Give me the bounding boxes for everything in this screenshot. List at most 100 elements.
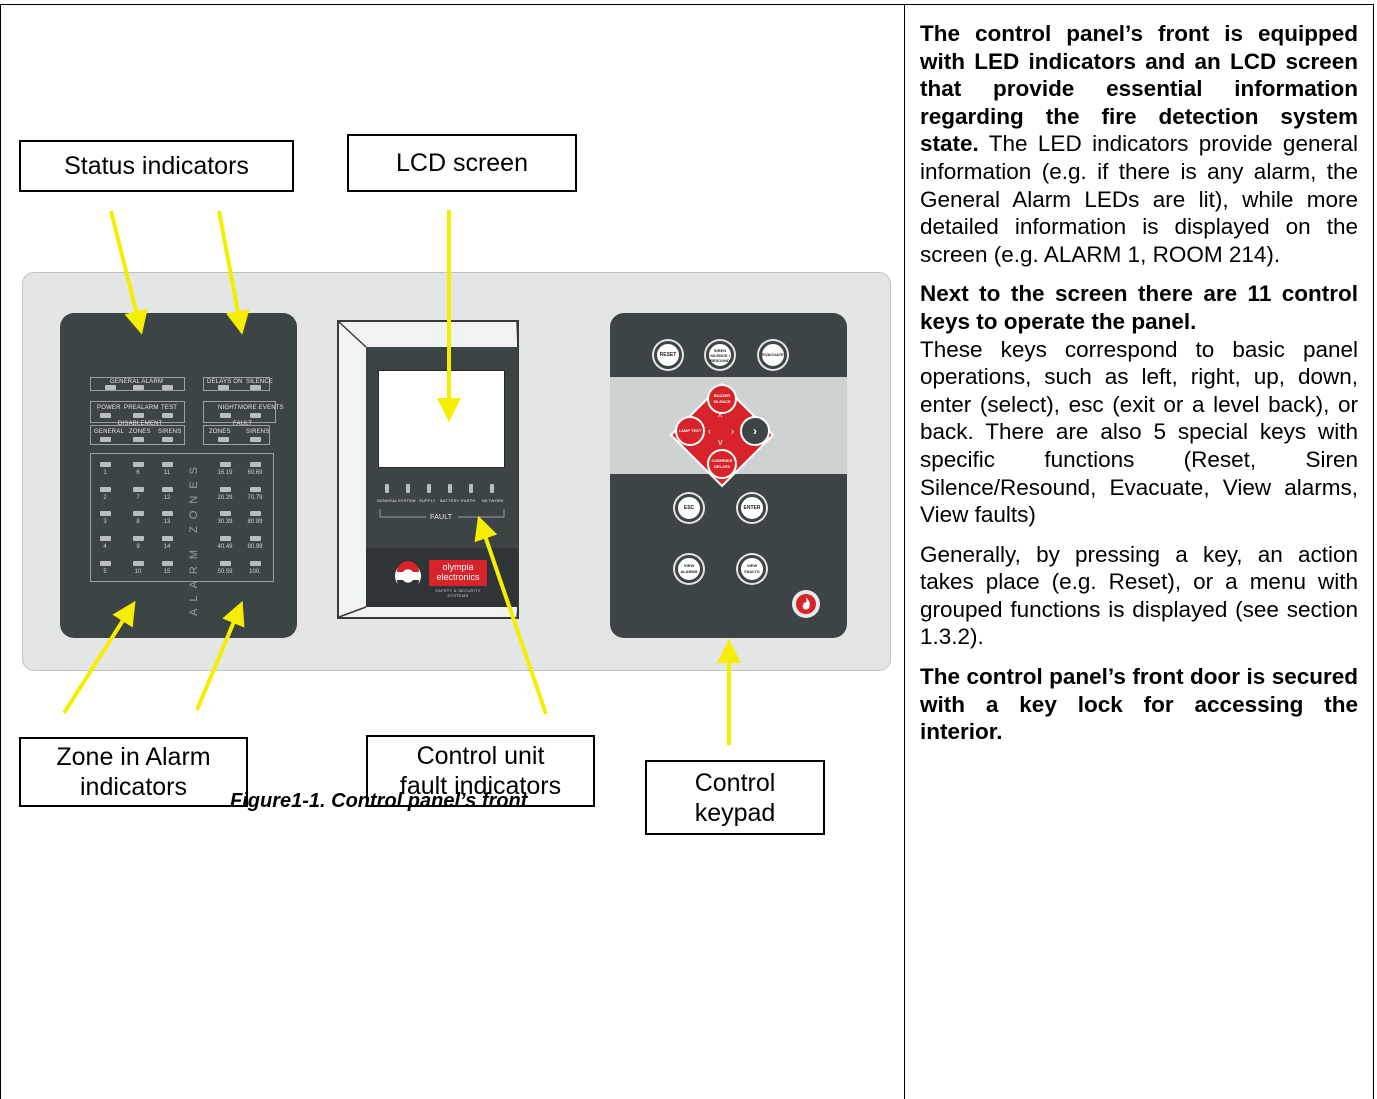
fault-indicators-text-1: Control unit (416, 742, 545, 770)
fault-indicators-text-2: fault indicators (399, 772, 562, 800)
zone-number: 90.99 (247, 544, 263, 550)
zone-led (162, 536, 173, 541)
fault-led-label: NETWORK (482, 498, 504, 503)
override-delays-label: OVERRIDE DELAYS (711, 458, 733, 469)
fault-led-label: EARTH (461, 498, 476, 503)
more-events-led (250, 413, 261, 418)
zone-number: 20.29 (217, 495, 233, 501)
disable-zones-caption: ZONES (129, 429, 151, 435)
paragraph-1-bold: The control panel’s front is equipped wi… (920, 21, 1358, 157)
zone-number: 5 (103, 569, 107, 575)
zone-number: 8 (136, 519, 140, 525)
disable-zones-led (133, 437, 144, 442)
fault-led-label: SUPPLY (419, 498, 436, 503)
view-faults-label: VIEW FAULTS (744, 563, 760, 574)
disable-general-caption: GENERAL (94, 429, 125, 435)
buzzer-silence-button[interactable]: BUZZER SILENCE (707, 384, 737, 414)
fault-indicators-label: Control unit fault indicators (366, 735, 595, 807)
chevron-up-icon: ^ (718, 412, 723, 422)
disablement-caption: DISABLEMENT (118, 421, 163, 427)
paragraph-1: The control panel’s front is equipped wi… (920, 20, 1358, 268)
paragraph-4: The control panel’s front door is secure… (920, 663, 1358, 746)
zone-number: 50.59 (217, 569, 233, 575)
disable-sirens-caption: SIRENS (158, 429, 182, 435)
fault-led-earth (469, 484, 473, 493)
more-events-caption: MORE EVENTS (238, 405, 284, 411)
zone-led (220, 462, 231, 467)
test-led (162, 413, 173, 418)
test-caption: TEST (161, 405, 178, 411)
table-border-right (1373, 4, 1374, 1099)
olympia-logo-icon (395, 561, 421, 591)
prealarm-caption: PREALARM (124, 405, 159, 411)
zone-number: 15 (163, 569, 171, 575)
zone-led (100, 487, 111, 492)
zone-number: 16.19 (217, 470, 233, 476)
zone-number: 1 (103, 470, 107, 476)
zone-led (250, 561, 261, 566)
fault-status-frame (203, 425, 270, 445)
zone-number: 60.69 (247, 470, 263, 476)
view-alarms-button[interactable]: VIEW ALARMS (675, 555, 703, 583)
zone-led (250, 487, 261, 492)
reset-button[interactable]: RESET (654, 341, 682, 369)
zone-number: 2 (103, 495, 107, 501)
general-alarm-frame (90, 377, 185, 391)
zone-led (162, 561, 173, 566)
paragraph-2-body: These keys correspond to basic panel ope… (920, 336, 1358, 528)
zone-led (220, 561, 231, 566)
disable-sirens-led (162, 437, 173, 442)
lcd-screen-text: LCD screen (396, 149, 528, 177)
enter-button[interactable]: ENTER (738, 494, 766, 522)
table-border-left (0, 4, 1, 1099)
zone-led (100, 536, 111, 541)
lamp-test-label: LAMP TEST (678, 428, 702, 433)
right-button[interactable]: › (740, 416, 770, 446)
buzzer-silence-label: BUZZER SILENCE (713, 393, 731, 404)
power-led (100, 413, 111, 418)
description-column: The control panel’s front is equipped wi… (920, 20, 1358, 758)
alarm-zones-frame (90, 453, 274, 582)
zone-number: 80.89 (247, 519, 263, 525)
zone-number: 40.49 (217, 544, 233, 550)
paragraph-2-bold: Next to the screen there are 11 control … (920, 281, 1358, 334)
brand-tagline: SAFETY & SECURITY SYSTEMS (435, 588, 481, 598)
esc-button[interactable]: ESC (675, 494, 703, 522)
control-keypad-label: Control keypad (645, 760, 825, 835)
fault-led-label: SYSTEM (398, 498, 416, 503)
fault-led-general (385, 484, 389, 493)
override-delays-button[interactable]: OVERRIDE DELAYS (707, 449, 737, 479)
status-row3-frame (90, 425, 185, 445)
zone-number: 13 (163, 519, 171, 525)
siren-silence-button[interactable]: SIREN SILENCE / RESOUND (706, 341, 734, 369)
silence-caption: SILENCE (246, 379, 274, 385)
zone-number: 7 (136, 495, 140, 501)
evacuate-button[interactable]: EVACUATE (759, 341, 787, 369)
zone-led (100, 561, 111, 566)
fault-led-label: BATTERY (440, 498, 460, 503)
siren-silence-label: SIREN SILENCE / RESOUND (709, 347, 730, 363)
enter-label: ENTER (743, 505, 761, 511)
chevron-right-small-icon: › (731, 426, 734, 436)
status-row2-frame (90, 401, 185, 423)
fault-zones-led (218, 437, 229, 442)
zone-number: 14 (163, 544, 171, 550)
zone-led (133, 462, 144, 467)
paragraph-2: Next to the screen there are 11 control … (920, 280, 1358, 528)
fault-led-network (490, 484, 494, 493)
chevron-right-icon: › (753, 424, 757, 438)
general-alarm-led (162, 385, 173, 390)
reset-label: RESET (659, 352, 677, 358)
table-border-top (0, 4, 1373, 5)
zone-led (250, 511, 261, 516)
general-alarm-caption: GENERAL ALARM (110, 379, 164, 385)
lamp-test-button[interactable]: LAMP TEST (675, 416, 705, 446)
zone-led (100, 462, 111, 467)
lcd-screen-label: LCD screen (347, 134, 577, 192)
zone-number: 9 (136, 544, 140, 550)
control-keypad-text-1: Control (694, 768, 776, 797)
zone-number: 11 (163, 470, 171, 476)
delays-silence-frame (203, 377, 270, 391)
view-faults-button[interactable]: VIEW FAULTS (738, 555, 766, 583)
zone-number: 4 (103, 544, 107, 550)
